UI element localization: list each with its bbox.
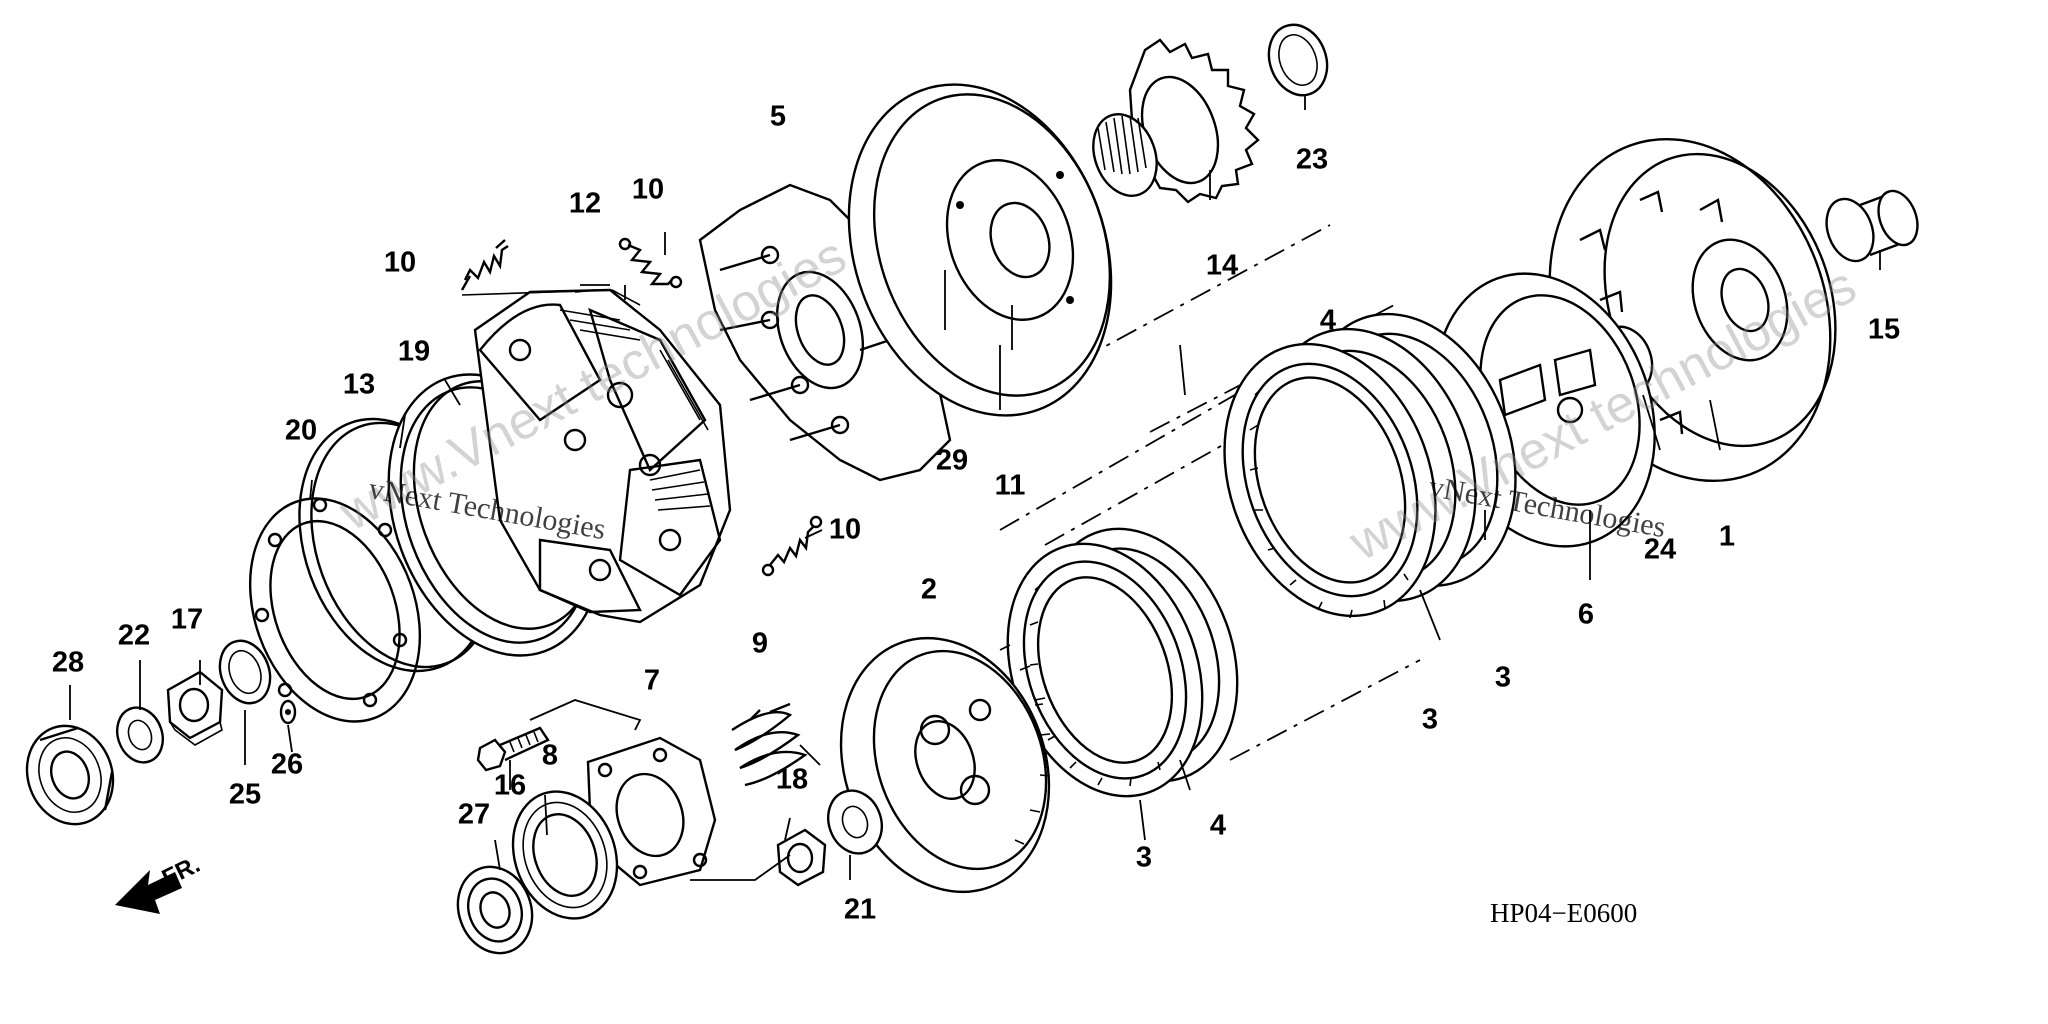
callout-17: 17 [170,603,204,636]
plate-7 [586,736,717,887]
assembly-centerline-2 [1079,224,1421,761]
callout-3c: 3 [1494,661,1512,694]
callout-18: 18 [775,763,809,796]
callout-29: 29 [935,444,969,477]
washer-22 [116,706,164,764]
callout-7: 7 [643,664,661,697]
gasket-20 [248,497,422,723]
pin-26 [279,699,297,725]
callout-19: 19 [397,335,431,368]
washer-23 [1267,23,1329,97]
seal-8 [511,790,619,920]
callout-23: 23 [1295,143,1329,176]
callout-12: 12 [568,187,602,220]
callout-2: 2 [920,573,938,606]
pressure-plate-2 [839,636,1051,894]
clutch-disks-left [1006,527,1239,798]
clutch-weights-12 [461,288,732,624]
primary-gear-14 [1092,38,1260,204]
spring-10-lower [761,515,823,577]
bearing-28 [25,724,115,826]
callout-20: 20 [284,414,318,447]
nut-18 [776,828,827,887]
drive-plate-5 [698,183,952,482]
callout-6: 6 [1577,598,1595,631]
callout-13: 13 [342,368,376,401]
callout-9: 9 [751,627,769,660]
callout-10b: 10 [631,173,665,206]
callout-21: 21 [843,893,877,926]
callout-15: 15 [1867,313,1901,346]
callout-10a: 10 [383,246,417,279]
ring-25 [218,639,272,705]
assembly-centerline [999,301,1401,576]
washer-21 [827,789,883,855]
bolt-16 [476,726,550,772]
callout-14: 14 [1205,249,1239,282]
callout-28: 28 [51,646,85,679]
callout-26: 26 [270,748,304,781]
clutch-drum-11 [847,83,1113,417]
callout-24: 24 [1643,533,1677,566]
callout-4b: 4 [1209,809,1227,842]
callout-10c: 10 [828,513,862,546]
spring-10-upper-left [460,239,509,291]
bearing-27 [456,865,534,955]
clutch-disks-right [1223,312,1517,619]
nut-17 [166,670,224,746]
callout-25: 25 [228,778,262,811]
leader-lines [69,95,1881,881]
callout-8: 8 [541,739,559,772]
collar-15 [1825,189,1919,263]
spring-10-upper-center [618,237,683,289]
callout-11: 11 [994,469,1026,502]
callout-1: 1 [1718,520,1736,553]
callout-16: 16 [493,769,527,802]
callout-4a: 4 [1319,304,1337,337]
callout-3b: 3 [1421,703,1439,736]
callout-22: 22 [117,619,151,652]
diagram-code: HP04−E0600 [1490,898,1638,928]
callout-3a: 3 [1135,841,1153,874]
callout-5: 5 [769,100,787,133]
callout-27: 27 [457,798,491,831]
springs-9 [731,702,808,787]
front-arrow-icon [115,870,182,914]
